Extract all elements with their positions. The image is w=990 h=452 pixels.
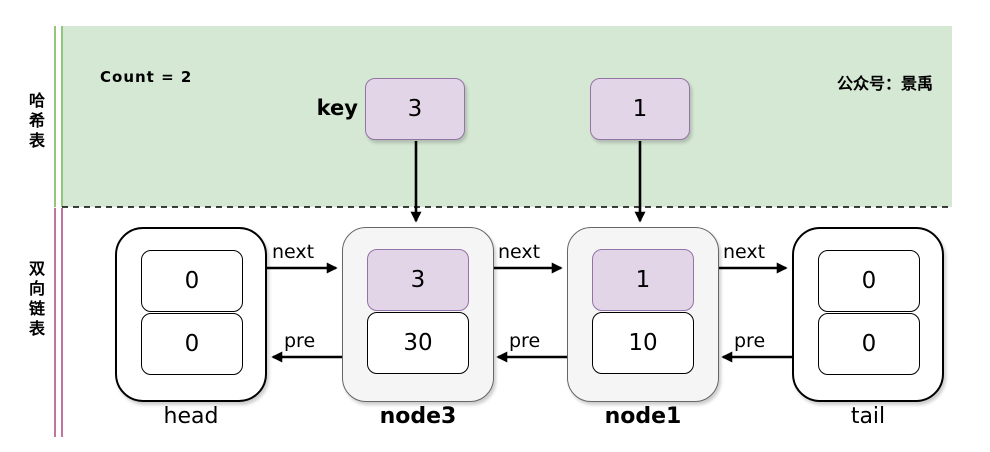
head-pre-cell: 0 xyxy=(141,313,243,375)
tail-pre-cell: 0 xyxy=(818,313,920,375)
list-node-node3: 3 30 xyxy=(342,227,494,402)
node3-key-cell: 3 xyxy=(367,249,469,311)
list-node-tail: 0 0 xyxy=(792,227,944,402)
count-text: Count = 2 xyxy=(100,68,193,86)
head-next-cell: 0 xyxy=(141,250,243,312)
next-label-3: next xyxy=(723,241,766,263)
next-label-1: next xyxy=(272,241,315,263)
hash-table-section-label: 哈希表 xyxy=(26,92,45,152)
list-node-node1: 1 10 xyxy=(567,227,719,402)
tail-next-cell: 0 xyxy=(818,250,920,312)
head-node-name: head xyxy=(163,404,219,429)
next-label-2: next xyxy=(498,241,541,263)
key-label: key xyxy=(316,96,358,120)
linked-list-section-label: 双向链表 xyxy=(26,260,45,340)
node1-value-cell: 10 xyxy=(592,312,694,374)
pre-label-2: pre xyxy=(509,330,541,352)
node3-node-name: node3 xyxy=(379,404,457,429)
node1-key-cell: 1 xyxy=(592,249,694,311)
tail-node-name: tail xyxy=(850,404,886,429)
pre-label-1: pre xyxy=(284,330,316,352)
hash-table-region xyxy=(62,26,952,207)
node3-value-cell: 30 xyxy=(367,312,469,374)
key-box-3: 3 xyxy=(365,78,465,140)
key-box-1: 1 xyxy=(590,78,690,140)
node1-node-name: node1 xyxy=(604,404,682,429)
list-node-head: 0 0 xyxy=(115,227,267,402)
watermark-text: 公众号：景禹 xyxy=(836,74,933,93)
pre-label-3: pre xyxy=(734,330,766,352)
